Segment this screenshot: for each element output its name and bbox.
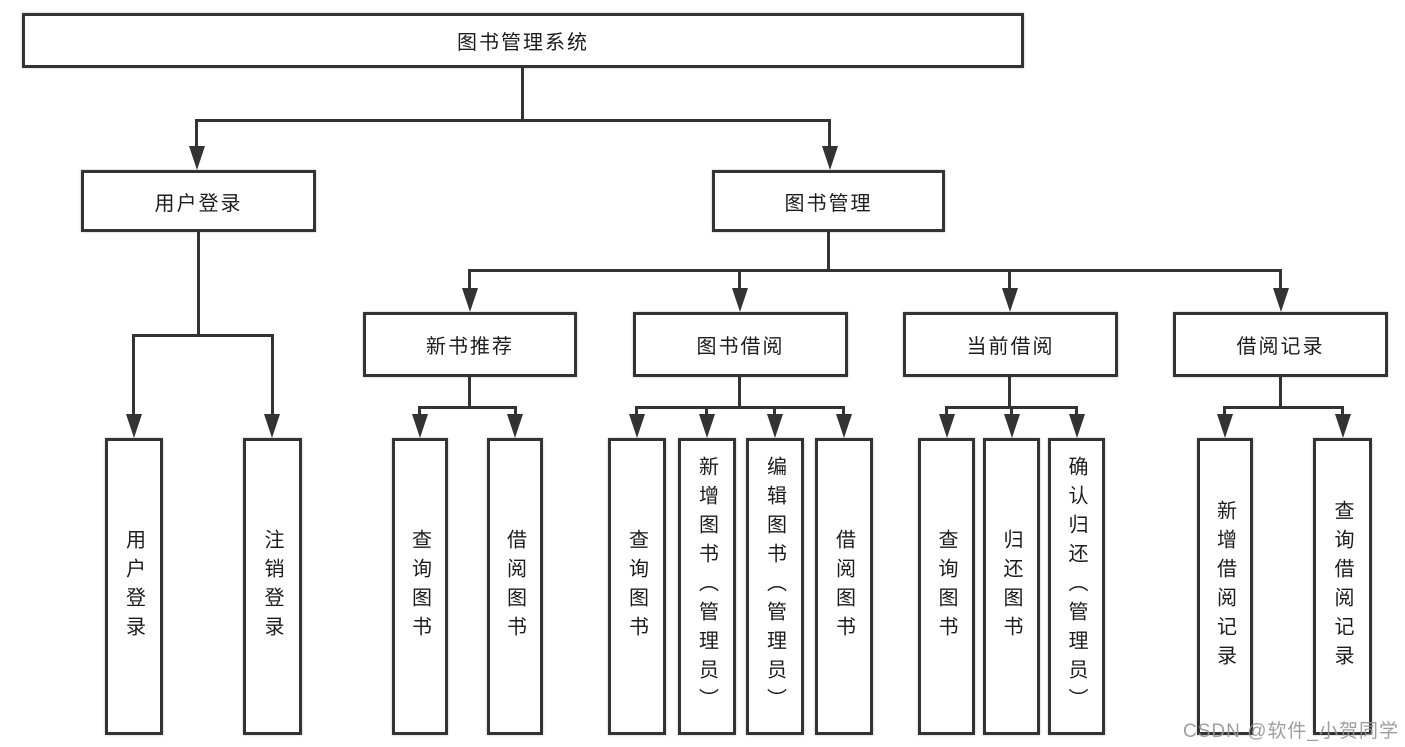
arrow-down-icon <box>767 414 783 438</box>
arrow-down-icon <box>462 288 478 312</box>
leaf-edit-books-admin: 编辑图书（管理员） <box>746 438 804 735</box>
connector-line <box>1279 269 1282 293</box>
node-label: 查询图书 <box>625 528 648 645</box>
arrow-down-icon <box>126 414 142 438</box>
arrow-down-icon <box>939 414 955 438</box>
connector-line <box>468 377 471 409</box>
arrow-down-icon <box>412 414 428 438</box>
node-user-login: 用户登录 <box>81 170 316 232</box>
arrow-down-icon <box>507 414 523 438</box>
connector-line <box>418 406 517 409</box>
arrow-down-icon <box>264 414 280 438</box>
node-label: 新增借阅记录 <box>1213 499 1236 674</box>
connector-line <box>1075 406 1078 418</box>
leaf-borrow-books: 借阅图书 <box>815 438 873 735</box>
node-label: 新书推荐 <box>426 336 514 358</box>
arrow-down-icon <box>836 414 852 438</box>
arrow-down-icon <box>1069 414 1085 438</box>
connector-line <box>1223 406 1226 418</box>
connector-line <box>418 406 421 418</box>
connector-line <box>738 269 741 293</box>
node-label: 图书借阅 <box>696 336 785 358</box>
connector-line <box>195 119 198 152</box>
connector-line <box>738 377 741 409</box>
leaf-add-borrow-record: 新增借阅记录 <box>1197 438 1253 735</box>
connector-line <box>705 406 708 418</box>
connector-line <box>468 269 471 293</box>
node-label: 归还图书 <box>1000 528 1022 645</box>
node-current-borrow: 当前借阅 <box>903 312 1118 377</box>
connector-line <box>1279 377 1282 409</box>
connector-line <box>514 406 517 418</box>
node-root-system: 图书管理系统 <box>22 13 1024 68</box>
leaf-query-books-current: 查询图书 <box>918 438 975 735</box>
node-label: 确认归还（管理员） <box>1065 456 1087 717</box>
node-label: 查询图书 <box>408 528 431 645</box>
connector-line <box>1010 406 1013 418</box>
node-label: 借阅记录 <box>1236 336 1325 358</box>
node-new-book-recommend: 新书推荐 <box>363 312 577 377</box>
arrow-down-icon <box>1273 288 1289 312</box>
arrow-down-icon <box>189 146 205 170</box>
node-label: 用户登录 <box>122 528 145 645</box>
node-borrow-record: 借阅记录 <box>1173 312 1388 377</box>
node-book-manage: 图书管理 <box>712 170 945 232</box>
arrow-down-icon <box>1004 414 1020 438</box>
leaf-return-books: 归还图书 <box>983 438 1040 735</box>
arrow-down-icon <box>732 288 748 312</box>
connector-line <box>945 406 948 418</box>
node-label: 用户登录 <box>154 192 243 215</box>
connector-line <box>132 334 135 418</box>
connector-line <box>195 119 831 122</box>
node-label: 查询借阅记录 <box>1331 499 1353 674</box>
node-label: 注销登录 <box>261 528 283 645</box>
node-label: 新增图书（管理员） <box>695 456 718 717</box>
connector-line <box>1341 406 1344 418</box>
connector-line <box>828 119 831 152</box>
leaf-borrow-books-recommend: 借阅图书 <box>487 438 543 735</box>
leaf-query-borrow-record: 查询借阅记录 <box>1313 438 1372 735</box>
connector-line <box>635 406 845 409</box>
connector-line <box>1008 377 1011 409</box>
connector-line <box>842 406 845 418</box>
arrow-down-icon <box>699 414 715 438</box>
leaf-add-books-admin: 新增图书（管理员） <box>678 438 736 735</box>
node-label: 借阅图书 <box>503 528 526 645</box>
leaf-confirm-return-admin: 确认归还（管理员） <box>1048 438 1105 735</box>
node-label: 借阅图书 <box>832 528 855 645</box>
node-label: 图书管理 <box>784 192 873 215</box>
leaf-query-books-borrow: 查询图书 <box>608 438 666 735</box>
leaf-user-login: 用户登录 <box>105 438 163 735</box>
watermark: CSDN @软件_小贺同学 <box>1183 721 1399 742</box>
connector-line <box>197 232 200 336</box>
leaf-query-books-recommend: 查询图书 <box>392 438 448 735</box>
arrow-down-icon <box>1335 414 1351 438</box>
node-label: 编辑图书（管理员） <box>763 456 786 717</box>
arrow-down-icon <box>822 146 838 170</box>
connector-line <box>773 406 776 418</box>
connector-line <box>1223 406 1344 409</box>
node-label: 图书管理系统 <box>457 32 589 54</box>
connector-line <box>521 68 524 122</box>
connector-line <box>271 334 274 418</box>
connector-line <box>132 334 274 337</box>
connector-line <box>468 269 1282 272</box>
arrow-down-icon <box>1217 414 1233 438</box>
arrow-down-icon <box>629 414 645 438</box>
node-label: 当前借阅 <box>966 336 1055 358</box>
node-book-borrow: 图书借阅 <box>633 312 848 377</box>
connector-line <box>1008 269 1011 293</box>
arrow-down-icon <box>1002 288 1018 312</box>
node-label: 查询图书 <box>935 528 957 645</box>
leaf-logout: 注销登录 <box>243 438 302 735</box>
connector-line <box>635 406 638 418</box>
connector-line <box>827 232 830 272</box>
